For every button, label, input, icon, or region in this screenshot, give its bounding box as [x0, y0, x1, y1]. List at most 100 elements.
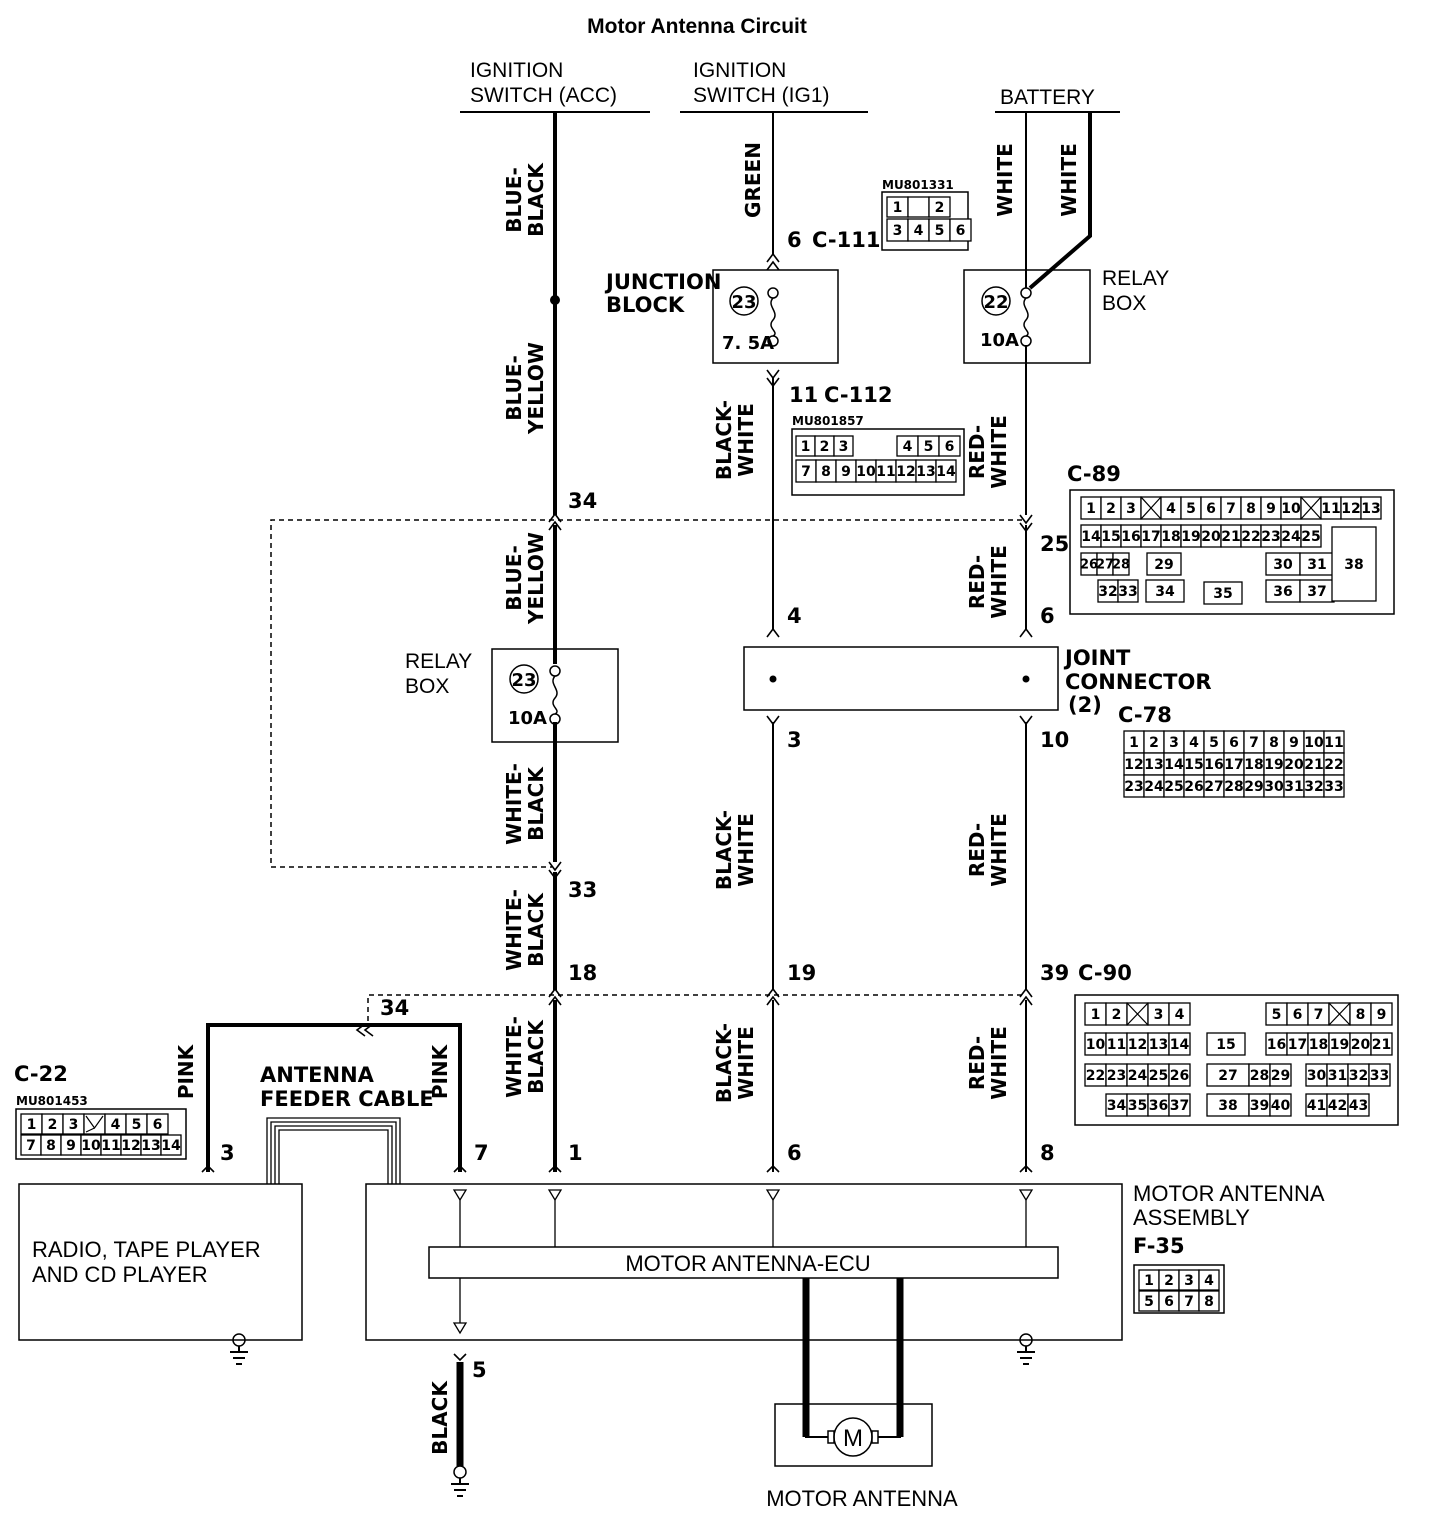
connector-pin: 11	[875, 459, 897, 483]
motor-antenna-ecu-label: MOTOR ANTENNA-ECU	[625, 1251, 870, 1276]
svg-text:BLUE-: BLUE-	[502, 355, 526, 420]
pin-number: 2	[48, 1117, 58, 1133]
connector-pin: 18	[1160, 524, 1182, 548]
pin-number: 32	[1304, 779, 1323, 795]
pin-number: 6	[153, 1117, 163, 1133]
connector-pin: 13	[1143, 752, 1165, 776]
radio-unit: RADIO, TAPE PLAYER AND CD PLAYER	[18, 1183, 303, 1365]
svg-text:MOTOR ANTENNA: MOTOR ANTENNA	[766, 1486, 958, 1511]
connector-pin: 13	[915, 459, 937, 483]
source-ig1: IGNITION SWITCH (IG1)	[680, 59, 868, 113]
pin-number: 3	[1154, 1007, 1164, 1023]
svg-text:19: 19	[787, 961, 816, 985]
pin-number: 41	[1307, 1098, 1326, 1114]
pin-number: 8	[46, 1138, 56, 1154]
pin-number: 5	[1272, 1007, 1282, 1023]
connector-pin: 1	[20, 1113, 43, 1135]
connector-pin: 5	[1138, 1290, 1160, 1312]
svg-text:SWITCH (ACC): SWITCH (ACC)	[470, 84, 617, 107]
connector-pin: 29	[1269, 1063, 1292, 1087]
connector-pin: 31	[1299, 552, 1335, 576]
pin-number: 27	[1218, 1068, 1237, 1084]
svg-text:F-35: F-35	[1133, 1234, 1185, 1258]
ground-black	[451, 1362, 469, 1497]
pin-number: 21	[1221, 529, 1240, 545]
pin-number: 20	[1351, 1037, 1371, 1053]
svg-text:8: 8	[1040, 1141, 1055, 1165]
joint-connector: JOINT CONNECTOR (2)	[743, 646, 1212, 717]
pin-number: 7	[801, 464, 811, 480]
connector-pin: 42	[1326, 1093, 1349, 1117]
pin-number: 7	[1226, 501, 1236, 517]
svg-text:WHITE: WHITE	[987, 1026, 1011, 1100]
pin-number: 9	[1289, 735, 1299, 751]
source-acc: IGNITION SWITCH (ACC)	[460, 59, 650, 113]
pin-number: 13	[1149, 1037, 1168, 1053]
svg-text:BLACK: BLACK	[524, 1019, 548, 1094]
connector-pin	[1126, 1002, 1149, 1026]
connector-pin: 1	[1084, 1002, 1107, 1026]
connector-pin: 4	[907, 218, 930, 242]
connector-pin: 3	[1178, 1269, 1200, 1291]
connector-pin: 29	[1146, 552, 1182, 576]
connector-pin: 3	[1163, 730, 1185, 754]
svg-text:3: 3	[220, 1141, 235, 1165]
pin-number: 8	[1356, 1007, 1366, 1023]
connector-pin: 12	[1123, 752, 1145, 776]
pin-number: 6	[1229, 735, 1239, 751]
connector-pin: 31	[1283, 774, 1305, 798]
pin-number: 6	[1206, 501, 1216, 517]
pin-number: 15	[1101, 529, 1120, 545]
svg-text:BLUE-: BLUE-	[502, 167, 526, 232]
svg-text:JOINT: JOINT	[1063, 646, 1131, 670]
connector-pin: 26	[1183, 774, 1205, 798]
connector-pin: 8	[1349, 1002, 1372, 1026]
connector-pin: 1	[795, 435, 816, 457]
pin-number: 4	[903, 439, 913, 455]
pin-number: 26	[1170, 1068, 1189, 1084]
connector-pin: 32	[1303, 774, 1325, 798]
svg-text:MOTOR ANTENNA: MOTOR ANTENNA	[1133, 1181, 1325, 1206]
svg-text:34: 34	[380, 996, 409, 1020]
pin-number: 33	[1324, 779, 1343, 795]
pin-number: 29	[1154, 557, 1173, 573]
connector-pin: 2	[1100, 496, 1122, 520]
svg-text:BLOCK: BLOCK	[606, 293, 685, 317]
connector-pin: 20	[1283, 752, 1305, 776]
pin-number: 5	[132, 1117, 142, 1133]
connector-pin: 9	[1260, 496, 1282, 520]
connector-pin: 21	[1370, 1032, 1393, 1056]
pin-number: 34	[1155, 584, 1175, 600]
connector-pin: 41	[1305, 1093, 1328, 1117]
pin-number: 7	[1249, 735, 1259, 751]
connector-pin: 37	[1299, 579, 1335, 603]
connector-pin: 8	[815, 459, 837, 483]
connector-pin: 9	[60, 1134, 82, 1156]
pin-number: 6	[945, 439, 955, 455]
connector-pin: 2	[1158, 1269, 1180, 1291]
pin-number: 13	[916, 464, 935, 480]
connector-pin: 13	[1360, 496, 1382, 520]
connector-pin: 43	[1347, 1093, 1370, 1117]
pin-number: 4	[1166, 501, 1176, 517]
pin-number: 38	[1218, 1098, 1237, 1114]
connector-pin: 12	[1340, 496, 1362, 520]
connector-pin: 10	[80, 1134, 102, 1156]
svg-text:SWITCH (IG1): SWITCH (IG1)	[693, 84, 830, 107]
svg-text:JUNCTION: JUNCTION	[604, 270, 721, 294]
connector-pin: 21	[1220, 524, 1242, 548]
pin-number: 10	[1086, 1037, 1106, 1053]
connector-pin: 2	[1105, 1002, 1128, 1026]
connector-pin: 25	[1300, 524, 1322, 548]
pin-number: 26	[1184, 779, 1203, 795]
pin-number: 14	[1164, 757, 1184, 773]
pin-number: 2	[1112, 1007, 1122, 1023]
connector-pin: 20	[1200, 524, 1222, 548]
connector-pin: 2	[1143, 730, 1165, 754]
pin-number: 11	[1321, 501, 1340, 517]
connector-pin: 27	[1096, 552, 1114, 576]
pin-number: 3	[69, 1117, 79, 1133]
pin-number: 10	[1281, 501, 1301, 517]
pin-number: 5	[935, 223, 945, 239]
